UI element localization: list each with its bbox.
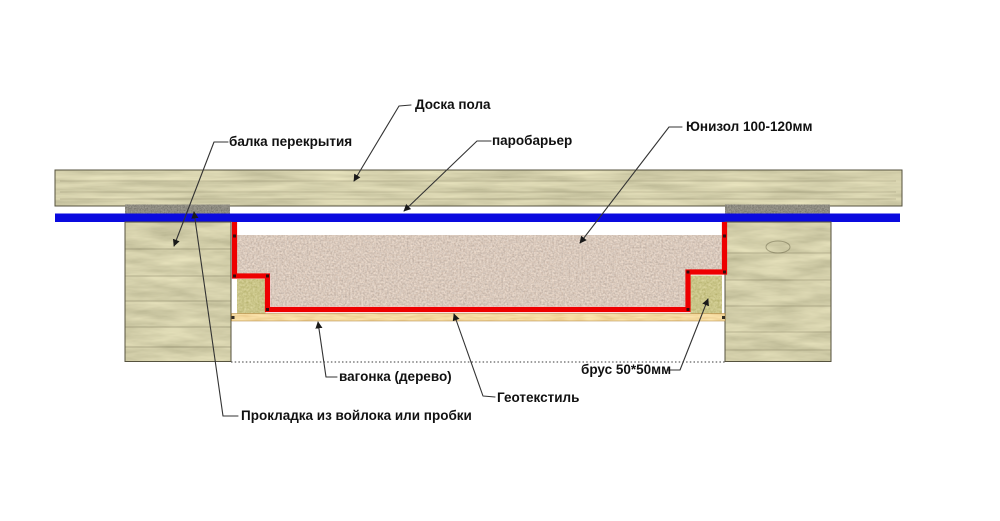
label-insulation: Юнизол 100-120мм [686, 119, 813, 134]
label-lining: вагонка (дерево) [339, 369, 452, 384]
batten-right [690, 275, 722, 314]
label-geotextile: Геотекстиль [497, 390, 580, 405]
joist-right-shape [724, 221, 832, 362]
leader-insulation [579, 126, 683, 244]
floor-board-shape [54, 169, 903, 207]
batten-left [237, 279, 266, 314]
label-gasket: Прокладка из войлока или пробки [241, 408, 472, 423]
vapor-barrier-strip [55, 213, 900, 222]
label-floor-board: Доска пола [415, 97, 491, 112]
leader-geotextile [452, 313, 496, 398]
leader-floor-board [353, 104, 412, 182]
lining-board [231, 313, 726, 322]
joist-left-shape [124, 221, 232, 362]
geotextile-outline [231, 222, 728, 313]
leader-lining [315, 321, 338, 378]
insulation-fill [237, 235, 722, 307]
felt-gasket-right [725, 204, 830, 214]
felt-gasket-left [125, 204, 230, 214]
label-vapor-barrier: паробарьер [492, 133, 573, 148]
leader-gasket [191, 211, 239, 417]
junction-dots [231, 234, 726, 319]
leader-vapor-barrier [403, 140, 492, 212]
leader-batten [666, 298, 709, 371]
label-joist: балка перекрытия [229, 134, 353, 149]
label-batten: брус 50*50мм [581, 362, 672, 377]
leader-joist [172, 141, 229, 247]
